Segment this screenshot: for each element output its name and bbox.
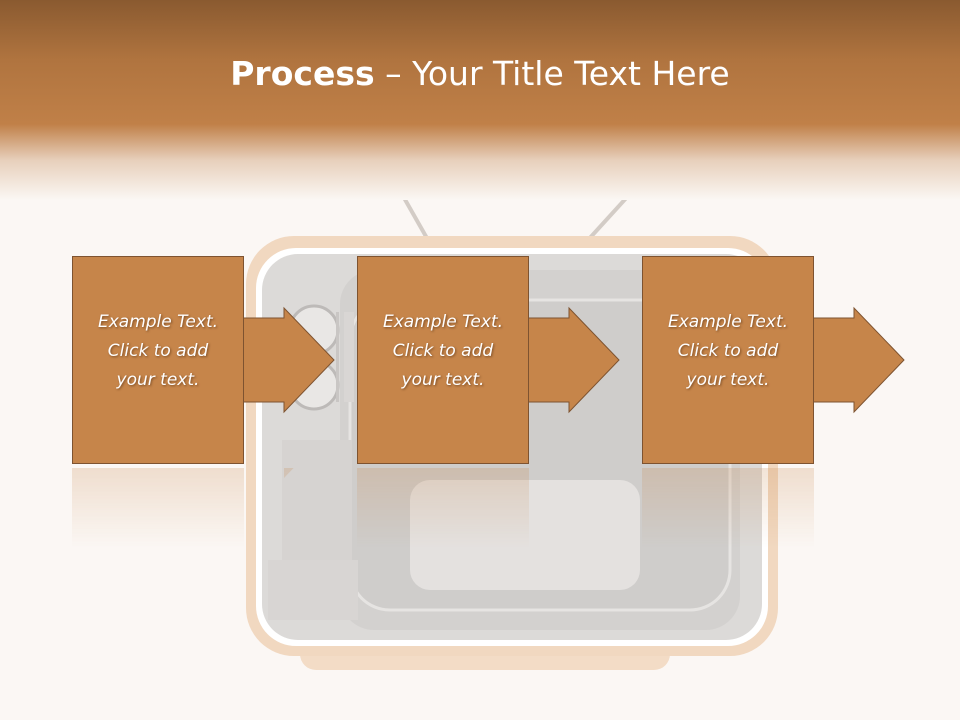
step-reflection xyxy=(357,468,529,548)
right-arrow-icon xyxy=(527,306,620,414)
step-text-line: Click to add xyxy=(677,341,779,361)
process-step-2[interactable]: Example Text. Click to add your text. xyxy=(357,256,620,466)
step-text[interactable]: Example Text. Click to add your text. xyxy=(361,308,525,395)
process-step-3[interactable]: Example Text. Click to add your text. xyxy=(642,256,905,466)
right-arrow-icon xyxy=(242,306,335,414)
step-text-line: Example Text. xyxy=(667,312,789,332)
step-box[interactable] xyxy=(357,256,529,464)
step-text-line: your text. xyxy=(401,370,485,390)
process-step-1[interactable]: Example Text. Click to add your text. xyxy=(72,256,335,466)
header-band xyxy=(0,0,960,200)
step-box[interactable] xyxy=(642,256,814,464)
title-rest: – Your Title Text Here xyxy=(374,54,730,93)
step-text-line: Click to add xyxy=(392,341,494,361)
step-box[interactable] xyxy=(72,256,244,464)
slide-title: Process – Your Title Text Here xyxy=(0,52,960,96)
step-text-line: your text. xyxy=(116,370,200,390)
step-text[interactable]: Example Text. Click to add your text. xyxy=(646,308,810,395)
step-text-line: Example Text. xyxy=(382,312,504,332)
step-text-line: your text. xyxy=(686,370,770,390)
step-text-line: Example Text. xyxy=(97,312,219,332)
step-reflection xyxy=(72,468,294,548)
title-bold: Process xyxy=(230,54,375,93)
step-text[interactable]: Example Text. Click to add your text. xyxy=(76,308,240,395)
step-reflection xyxy=(642,468,814,548)
step-text-line: Click to add xyxy=(107,341,209,361)
right-arrow-icon xyxy=(812,306,905,414)
